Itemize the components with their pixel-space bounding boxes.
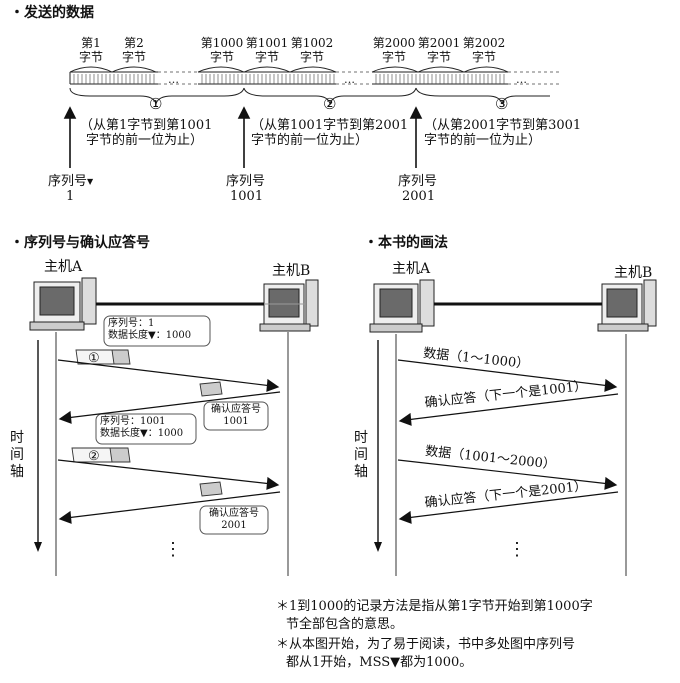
axis-char: 间 xyxy=(10,447,24,463)
right-sequence-diagram xyxy=(369,279,657,576)
segment-mark-1: ① xyxy=(149,95,163,113)
seq-value: 1 xyxy=(66,189,75,204)
footnote-1: ＊1到1000的记录方法是指从第1字节开始到第1000字节全部包含的意思。 xyxy=(276,598,593,634)
right-continuation-dots: ⋮ xyxy=(508,539,526,560)
section-title-seq-ack: ・序列号与确认应答号 xyxy=(10,235,150,251)
left-time-axis-label: 时间轴 xyxy=(10,430,24,481)
seq-value: 1001 xyxy=(230,189,264,204)
desc-line: （从第1字节到第1001 xyxy=(80,118,213,133)
section-title-sent-data: ・发送的数据 xyxy=(10,5,94,21)
byte-num: 第1000 xyxy=(200,36,244,50)
right-host-b-label: 主机B xyxy=(614,265,653,281)
note-line: 都从1开始，MSS▼都为1000。 xyxy=(286,655,473,670)
segment-mark-2: ② xyxy=(323,95,337,113)
left-sequence-diagram xyxy=(29,277,319,576)
byte-unit: 字节 xyxy=(381,50,406,64)
seq-label: 序列号 xyxy=(48,174,88,189)
host-b-label: 主机B xyxy=(272,263,311,279)
right-time-axis-label: 时间轴 xyxy=(354,430,368,481)
seq-label: 序列号 xyxy=(398,174,438,189)
desc-line: （从第1001字节到第2001 xyxy=(251,118,409,133)
byte-num: 第2001 xyxy=(417,36,461,50)
axis-char: 时 xyxy=(354,430,368,446)
packet-len: 数据长度▼：1000 xyxy=(108,330,192,341)
ellipsis-3: … xyxy=(516,73,527,86)
seq-value: 2001 xyxy=(402,189,436,204)
seq-label-1: 序列号▼ 1 xyxy=(48,174,93,204)
axis-char: 间 xyxy=(354,447,368,463)
ack-label: 确认应答号 xyxy=(211,404,261,415)
byte-unit: 字节 xyxy=(299,50,324,64)
desc-line: 字节的前一位为止） xyxy=(424,133,542,148)
computer-b-icon xyxy=(259,279,319,332)
packet-seq: 序列号：1 xyxy=(108,318,155,329)
note-line: ＊1到1000的记录方法是指从第1字节开始到第1000字 xyxy=(276,599,593,614)
segment-mark-3: ③ xyxy=(495,95,509,113)
byte-unit: 字节 xyxy=(209,50,234,64)
note-line: 节全部包含的意思。 xyxy=(286,617,404,632)
seq-label: 序列号 xyxy=(226,174,266,189)
computer-a-icon xyxy=(29,277,97,331)
byte-num: 第1002 xyxy=(290,36,334,50)
ack-label: 确认应答号 xyxy=(209,508,259,519)
section-title-book-notation: ・本书的画法 xyxy=(364,235,448,251)
computer-b-icon xyxy=(597,279,657,332)
byte-num: 第1 xyxy=(81,36,101,50)
desc-line: 字节的前一位为止） xyxy=(86,133,204,148)
byte-unit: 字节 xyxy=(78,50,103,64)
byte-num: 第1001 xyxy=(245,36,289,50)
packet1-mark: ① xyxy=(88,351,100,366)
byte-num: 第2002 xyxy=(462,36,506,50)
note-line: ＊从本图开始，为了易于阅读，书中多处图中序列号 xyxy=(276,637,576,652)
byte-num: 第2000 xyxy=(372,36,416,50)
desc-line: 字节的前一位为止） xyxy=(251,133,369,148)
packet-seq: 序列号：1001 xyxy=(100,416,166,427)
computer-a-icon xyxy=(369,279,435,333)
byte-unit: 字节 xyxy=(121,50,146,64)
axis-char: 轴 xyxy=(354,464,368,480)
axis-char: 轴 xyxy=(10,464,24,480)
packet-len: 数据长度▼：1000 xyxy=(100,428,184,439)
ack-value: 1001 xyxy=(223,416,249,427)
packet2-mark: ② xyxy=(88,449,100,464)
byte-unit: 字节 xyxy=(471,50,496,64)
seq-footnote-mark: ▼ xyxy=(87,177,94,186)
left-continuation-dots: ⋮ xyxy=(164,539,182,560)
byte-strip xyxy=(63,66,560,168)
byte-unit: 字节 xyxy=(426,50,451,64)
right-host-a-label: 主机A xyxy=(392,261,431,277)
desc-line: （从第2001字节到第3001 xyxy=(424,118,582,133)
host-a-label: 主机A xyxy=(44,259,83,275)
byte-num: 第2 xyxy=(124,36,144,50)
footnote-2: ＊从本图开始，为了易于阅读，书中多处图中序列号都从1开始，MSS▼都为1000。 xyxy=(276,636,575,672)
ellipsis-2: … xyxy=(344,73,355,86)
ellipsis-1: … xyxy=(168,73,179,86)
byte-unit: 字节 xyxy=(254,50,279,64)
axis-char: 时 xyxy=(10,430,24,446)
ack-value: 2001 xyxy=(221,520,247,531)
